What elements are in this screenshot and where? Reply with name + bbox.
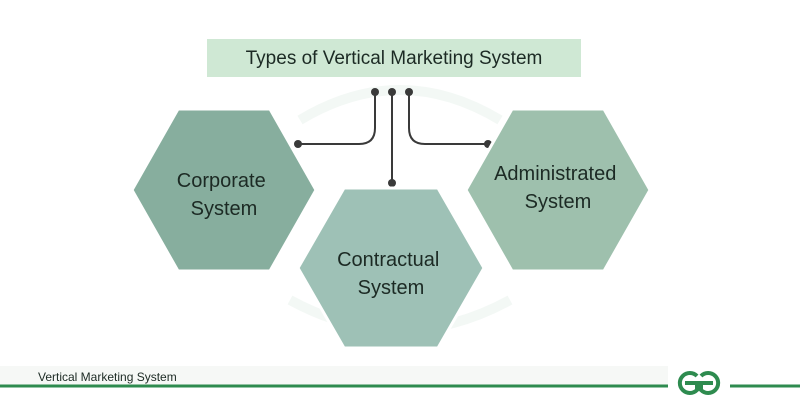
hex-label-corporate: Corporate System bbox=[177, 170, 272, 220]
connector-dots bbox=[294, 88, 492, 187]
footer-caption: Vertical Marketing System bbox=[38, 370, 177, 384]
logo-left-g bbox=[677, 371, 699, 395]
connector-administrated bbox=[408, 92, 488, 145]
hex-label-administrated: Administrated System bbox=[494, 163, 622, 213]
hex-label-contractual-line1: Contractual bbox=[337, 249, 439, 271]
logo-right-g bbox=[699, 371, 721, 395]
title-box-fill bbox=[205, 37, 583, 79]
footer-caption-bg bbox=[0, 366, 668, 385]
gfg-logo-icon bbox=[677, 371, 721, 395]
watermark-curve-top bbox=[297, 85, 503, 125]
hex-node-corporate: Corporate System bbox=[130, 107, 318, 273]
connectors bbox=[298, 92, 488, 182]
footer: Vertical Marketing System bbox=[0, 366, 800, 395]
hex-shape-corporate bbox=[130, 107, 318, 273]
connector-corporate bbox=[298, 92, 376, 145]
hex-shape-administrated bbox=[464, 107, 652, 273]
hex-label-corporate-line1: Corporate bbox=[177, 170, 266, 192]
hex-label-contractual: Contractual System bbox=[337, 249, 445, 299]
hex-shape-contractual bbox=[296, 186, 486, 350]
hex-label-contractual-line2: System bbox=[358, 277, 425, 299]
hex-node-administrated: Administrated System bbox=[464, 107, 652, 273]
hex-label-administrated-line2: System bbox=[525, 191, 592, 213]
hex-node-contractual: Contractual System bbox=[296, 186, 486, 350]
title-box: Types of Vertical Marketing System bbox=[201, 35, 585, 81]
connector-dot bbox=[388, 88, 396, 96]
diagram-title: Types of Vertical Marketing System bbox=[246, 48, 543, 69]
hex-label-corporate-line2: System bbox=[191, 198, 258, 220]
connector-dot bbox=[294, 140, 302, 148]
connector-dot bbox=[405, 88, 413, 96]
connector-dot bbox=[371, 88, 379, 96]
connector-dot bbox=[388, 179, 396, 187]
hex-label-administrated-line1: Administrated bbox=[494, 163, 616, 185]
